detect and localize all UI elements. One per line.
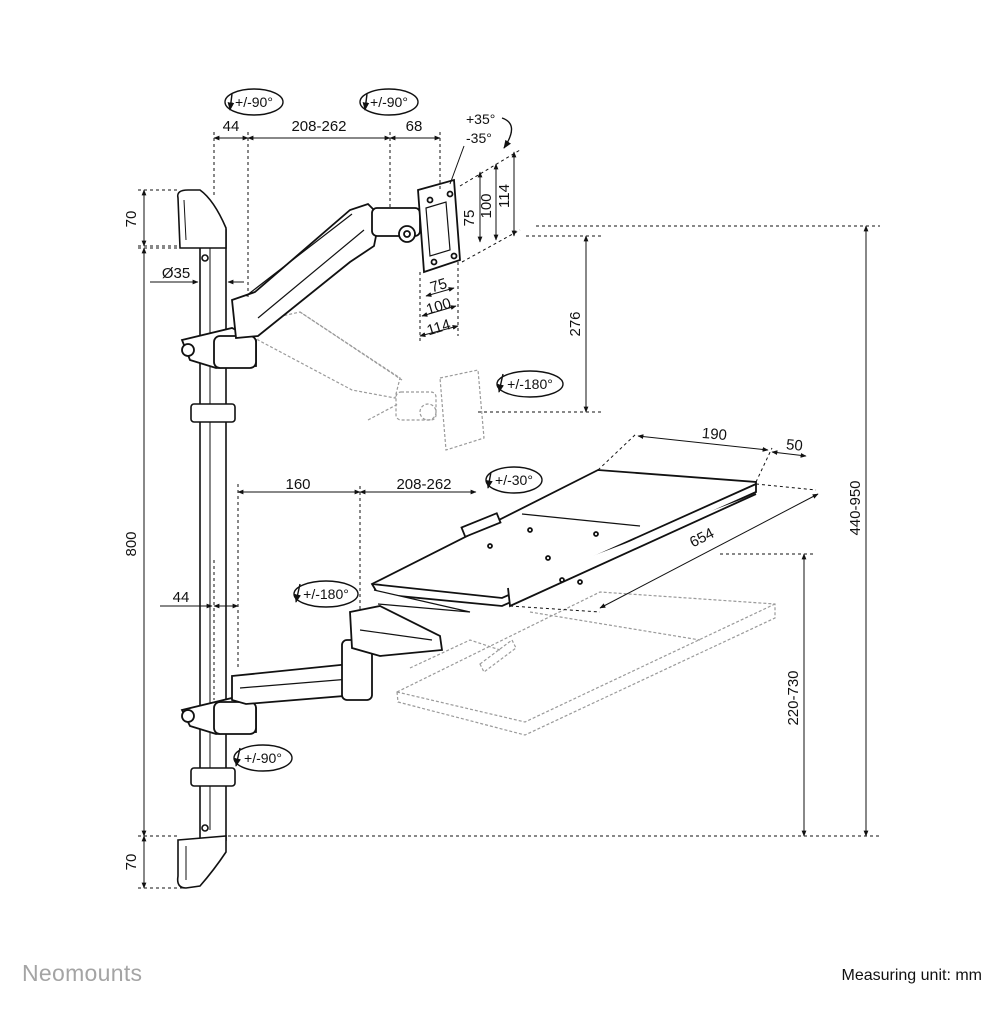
ghost-monitor-arm (254, 311, 485, 451)
dim-pole-800: 800 (123, 531, 140, 556)
measuring-unit: Measuring unit: mm (841, 967, 983, 984)
rotation-label-kb-swivel: +/-180° (303, 586, 349, 602)
dim-range-440-950: 440-950 (847, 480, 864, 535)
dim-height-220-730: 220-730 (785, 670, 802, 725)
rotation-label-tilt-down: -35° (466, 130, 492, 146)
dim-kb-160: 160 (285, 476, 310, 493)
rotation-labels: +/-90° +/-90° +35° -35° +/-180° +/-30° +… (235, 94, 553, 766)
wall-pole (176, 189, 236, 889)
dim-height-276: 276 (567, 311, 584, 336)
ghost-keyboard-tray (396, 591, 776, 736)
rotation-label-pole-top: +/-90° (235, 94, 273, 110)
dimension-labels: 44 208-262 68 75 100 114 75 100 114 276 … (123, 118, 864, 870)
rotation-label-arm-elbow: +/-90° (370, 94, 408, 110)
dim-kb-44: 44 (173, 589, 190, 606)
dim-clamp-70-top: 70 (123, 211, 140, 228)
dim-tray-654: 654 (687, 525, 717, 552)
dim-vesa-75-v: 75 (461, 210, 478, 227)
rotation-label-tilt-up: +35° (466, 111, 495, 127)
dimension-lines (138, 132, 880, 889)
rotation-label-swivel: +/-180° (507, 376, 553, 392)
keyboard-arm (180, 605, 444, 735)
dim-vesa-114-v: 114 (496, 184, 513, 208)
dim-vesa-75-h: 75 (428, 275, 449, 296)
rotation-label-kb-tilt: +/-30° (495, 472, 533, 488)
dim-diameter-35: Ø35 (162, 265, 190, 282)
dim-tray-50: 50 (785, 436, 803, 454)
rotation-label-kb-arm: +/-90° (244, 750, 282, 766)
dim-vesa-100-v: 100 (478, 193, 495, 218)
dim-top-44: 44 (223, 118, 240, 135)
dim-vesa-114-h: 114 (425, 316, 453, 339)
monitor-arm (180, 178, 461, 369)
dim-clamp-70-bottom: 70 (123, 854, 140, 871)
dim-kb-208-262: 208-262 (396, 476, 451, 493)
brand-logo: Neomounts (22, 960, 143, 986)
dim-tray-190: 190 (701, 425, 727, 444)
dim-top-208-262: 208-262 (291, 118, 346, 135)
dim-top-68: 68 (406, 118, 423, 135)
rotation-arrows (224, 88, 564, 772)
dim-vesa-100-h: 100 (424, 295, 453, 319)
